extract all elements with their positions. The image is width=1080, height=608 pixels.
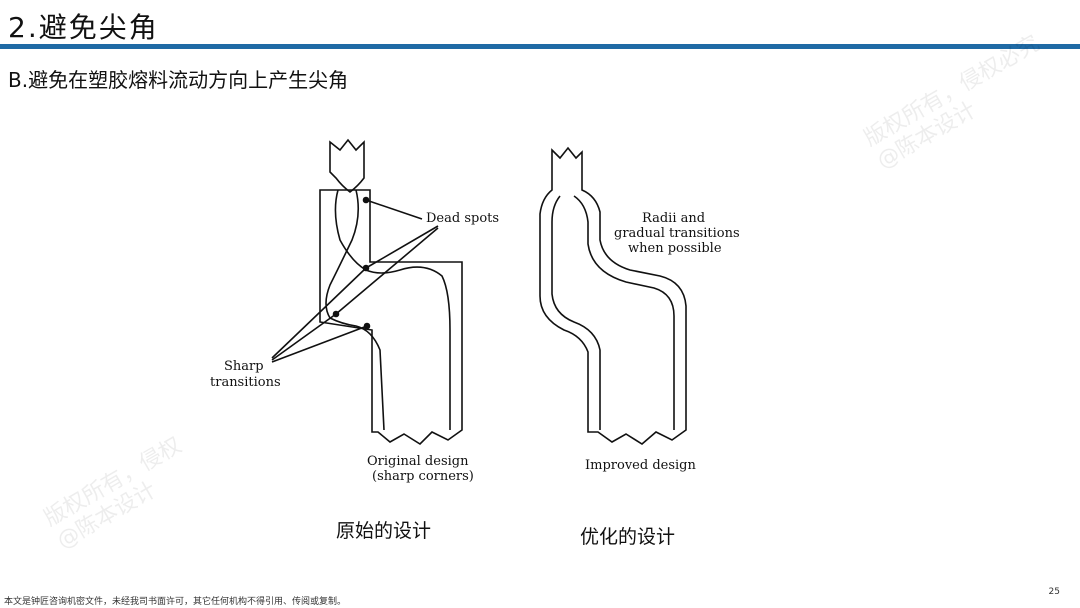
label-original-2: (sharp corners) — [372, 469, 474, 484]
label-transitions: transitions — [210, 375, 281, 390]
label-radii-2: gradual transitions — [614, 226, 740, 241]
label-radii-3: when possible — [628, 241, 722, 256]
label-dead-spots: Dead spots — [426, 211, 499, 226]
page-number: 25 — [1048, 587, 1060, 597]
label-sharp: Sharp — [224, 359, 264, 374]
caption-improved: 优化的设计 — [580, 526, 676, 548]
label-improved: Improved design — [585, 458, 696, 473]
footer-confidential-notice: 本文是钟匠咨询机密文件，未经我司书面许可，其它任何机构不得引用、传阅或复制。 — [4, 597, 347, 607]
caption-original: 原始的设计 — [336, 520, 432, 542]
slide-title: 2.避免尖角 — [8, 11, 159, 44]
improved-design-drawing — [539, 146, 687, 445]
slide-subtitle: B.避免在塑胶熔料流动方向上产生尖角 — [8, 68, 349, 92]
label-radii-1: Radii and — [642, 211, 705, 226]
label-original-1: Original design — [367, 454, 469, 469]
title-underline — [0, 44, 1080, 49]
original-design-drawing — [271, 138, 463, 446]
